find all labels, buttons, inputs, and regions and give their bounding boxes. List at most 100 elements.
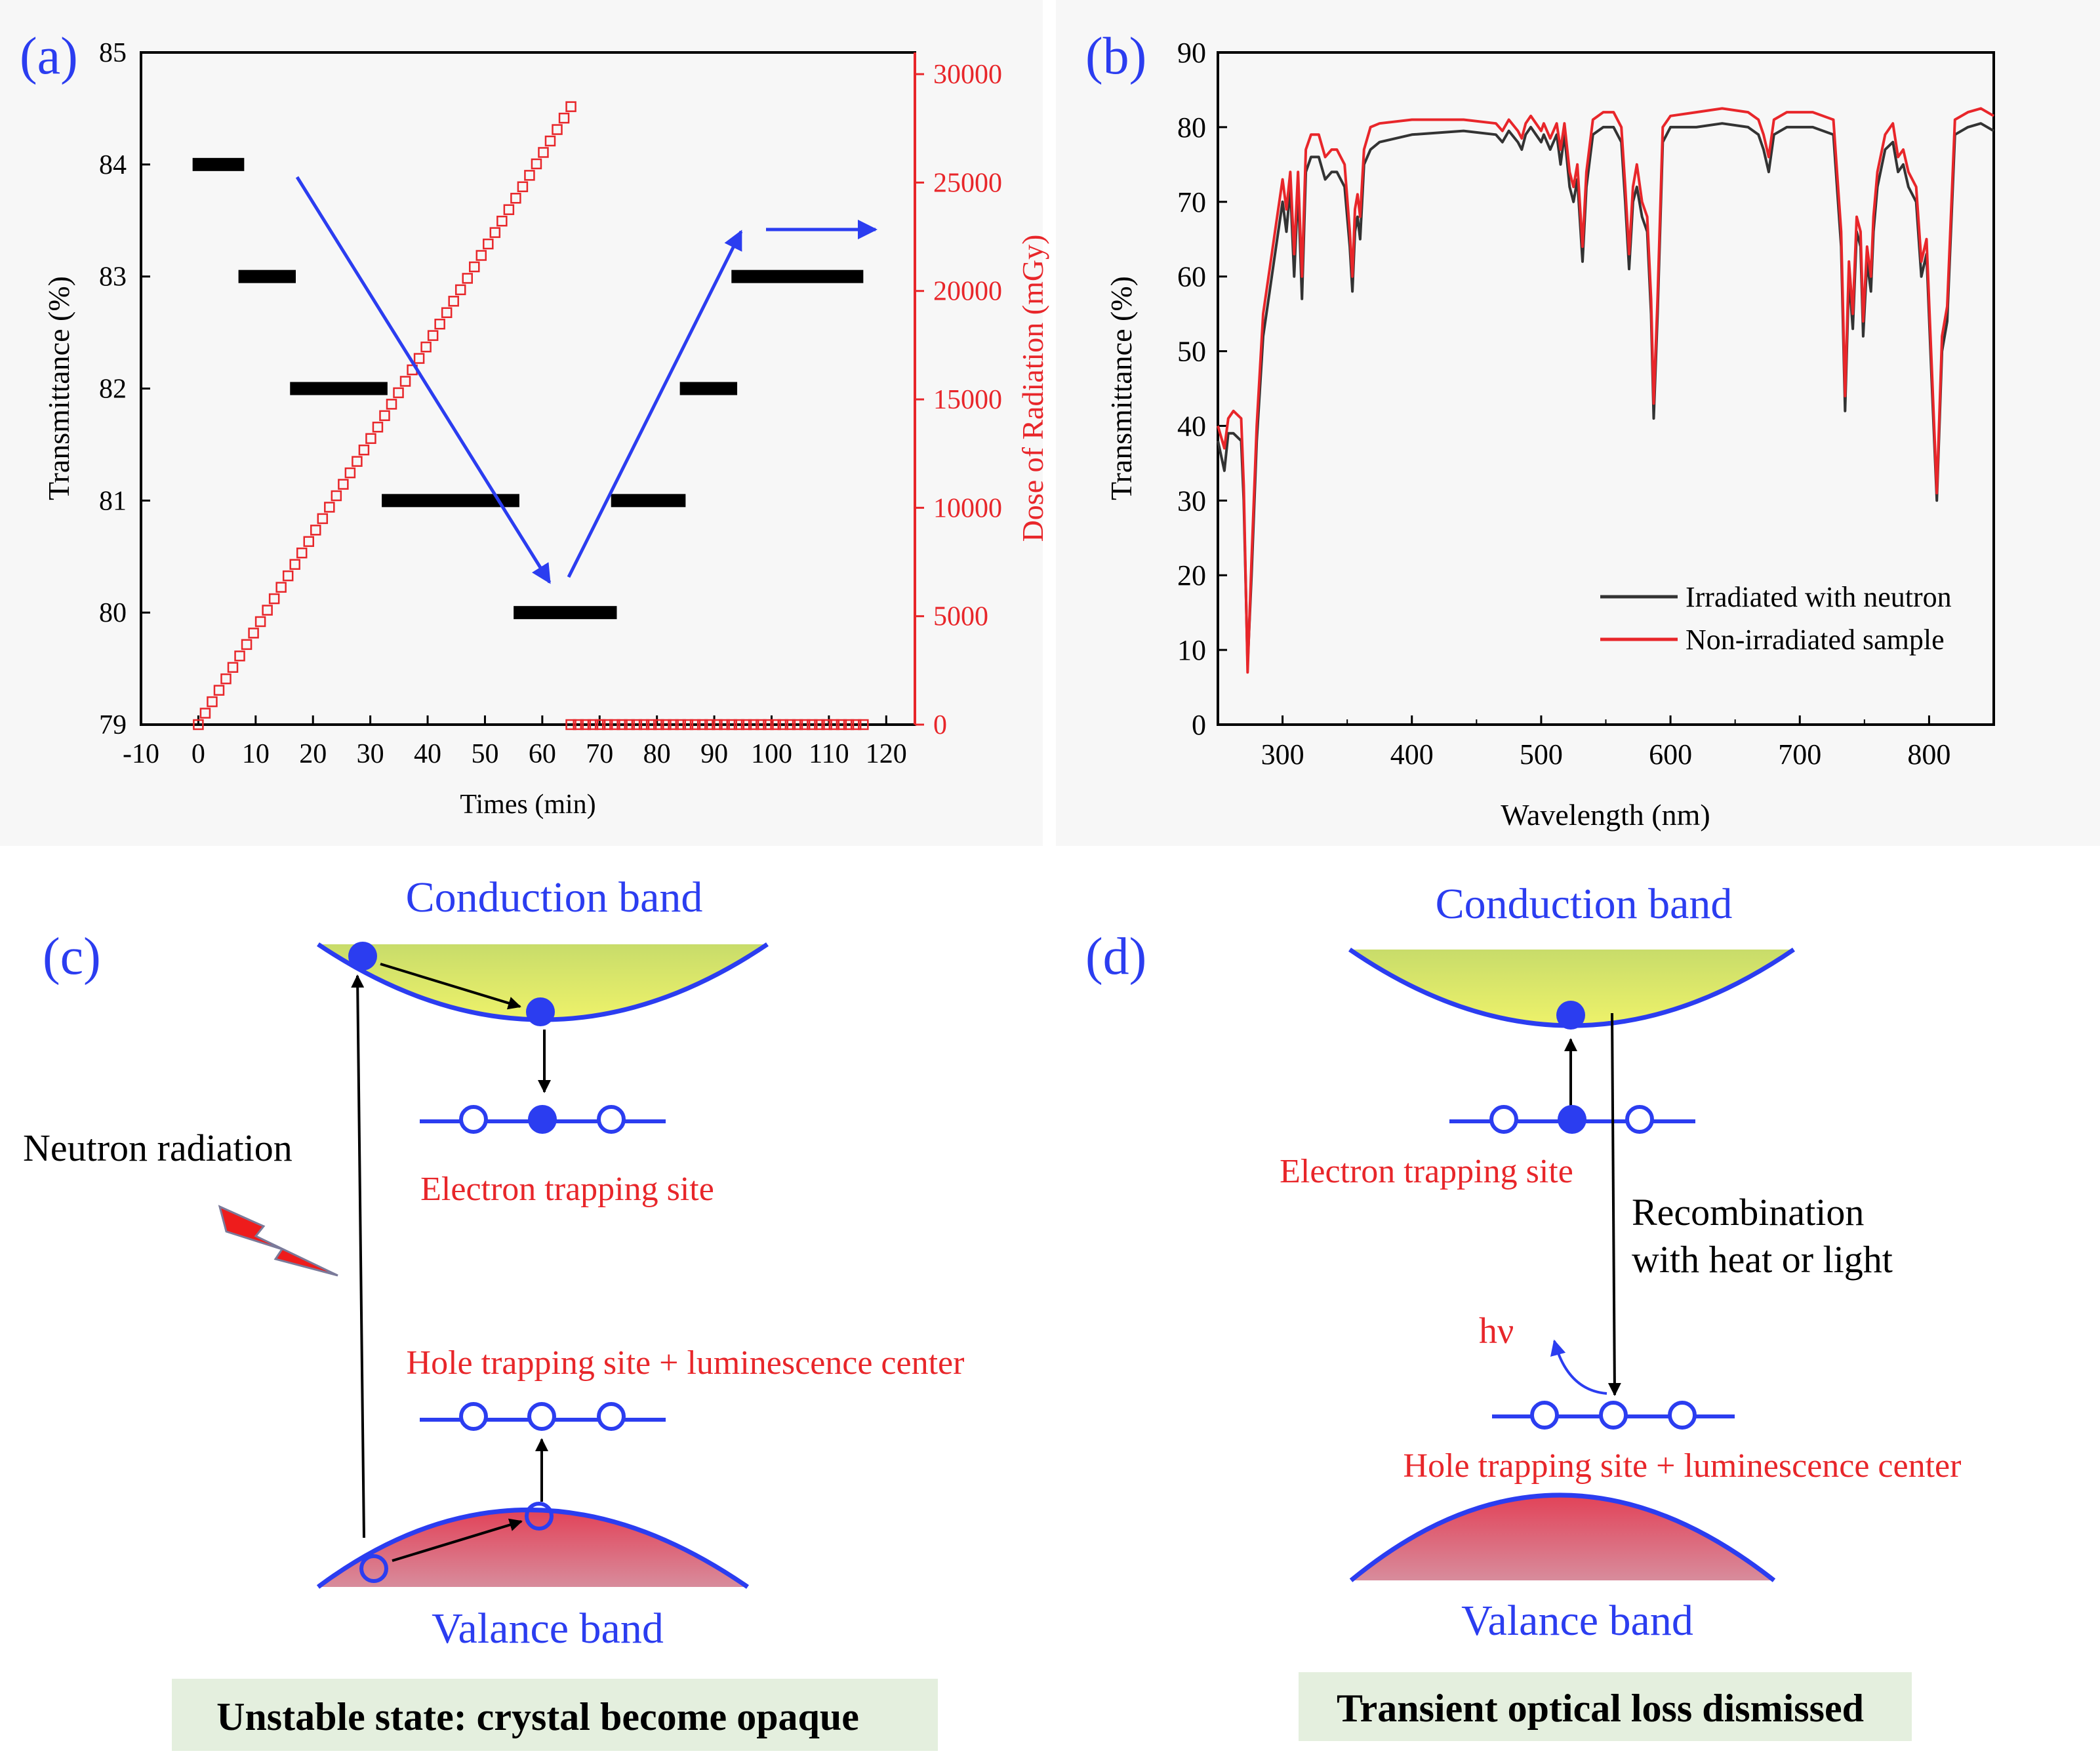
panel-a-y-tick-label: 84	[99, 150, 127, 180]
dose-point	[668, 719, 679, 731]
dose-point	[469, 261, 480, 273]
dose-point	[331, 490, 342, 502]
panel-a-y-tick-label: 82	[99, 374, 127, 405]
c-conduction-band-label: Conduction band	[406, 873, 703, 921]
dose-point	[653, 719, 664, 731]
d-hole-trap-2	[1599, 1401, 1628, 1430]
dose-point	[799, 719, 811, 731]
dose-point	[483, 238, 494, 250]
dose-point	[254, 616, 266, 628]
panel-a-x-tick-label: 0	[192, 739, 205, 769]
dose-point	[631, 719, 643, 731]
d-hole-trapping-label: Hole trapping site + luminescence center	[1403, 1447, 1962, 1485]
panel-b-y-tick-label: 70	[1177, 186, 1206, 218]
panel-a-label: (a)	[20, 28, 78, 85]
dose-point	[689, 719, 701, 731]
d-empty-trap-2	[1625, 1105, 1654, 1134]
dose-point	[303, 536, 314, 548]
dose-point	[792, 719, 803, 731]
d-photon-emission-arrow	[1550, 1339, 1607, 1395]
dose-point	[434, 318, 445, 330]
d-filled-trap	[1558, 1105, 1586, 1134]
dose-point	[324, 502, 335, 513]
dose-point	[213, 685, 225, 696]
dose-point	[462, 273, 473, 284]
dose-point	[858, 719, 869, 731]
dose-point	[193, 719, 204, 731]
dose-point	[503, 204, 515, 215]
dose-point	[510, 193, 521, 204]
c-caption: Unstable state: crystal become opaque	[216, 1695, 859, 1738]
dose-point	[544, 135, 556, 147]
panel-a-x-tick-label: 120	[866, 739, 907, 769]
panel-b-x-tick-label: 300	[1261, 738, 1304, 771]
dose-point	[740, 719, 752, 731]
lightning-icon	[218, 1205, 338, 1277]
panel-a-transmittance-segments	[192, 157, 864, 620]
panel-b-y-tick-label: 60	[1177, 261, 1206, 293]
panel-b-y-tick-label: 80	[1177, 111, 1206, 144]
dose-point	[719, 719, 730, 731]
dose-point	[704, 719, 716, 731]
dose-point	[475, 250, 487, 261]
panel-c-label: (c)	[43, 928, 101, 986]
d-valance-band-label: Valance band	[1461, 1597, 1693, 1645]
dose-point	[420, 341, 432, 353]
panel-a-x-axis-label: Times (min)	[460, 790, 596, 820]
dose-point	[372, 422, 384, 433]
dose-point	[220, 673, 232, 685]
dose-point	[268, 593, 280, 605]
c-relaxed-electron	[526, 997, 555, 1026]
dose-point	[531, 158, 542, 170]
panel-a-x-tick-label: 110	[809, 739, 849, 769]
dose-point	[317, 513, 329, 525]
dose-point	[517, 181, 529, 193]
c-hole-trap-2	[527, 1402, 556, 1431]
d-caption-box	[1299, 1672, 1912, 1741]
dose-point	[828, 719, 840, 731]
panel-b-series-lines	[1217, 107, 1995, 674]
panel-a-y-axis-label: Transmittance (%)	[42, 276, 75, 500]
dose-point	[524, 170, 535, 181]
panel-a-dose-series	[193, 101, 869, 731]
dose-point	[496, 215, 508, 227]
dose-point	[645, 719, 657, 731]
panel-b-legend: Irradiated with neutron Non-irradiated s…	[1600, 581, 1952, 656]
c-filled-trap	[528, 1105, 557, 1134]
panel-a-x-tick-label: 50	[471, 739, 498, 769]
panel-b-x-tick-label: 500	[1520, 738, 1563, 771]
dose-point	[602, 719, 613, 731]
dose-point	[352, 456, 363, 467]
dose-point	[552, 124, 563, 135]
dose-point	[836, 719, 847, 731]
dose-point	[770, 719, 781, 731]
d-conduction-band-label: Conduction band	[1436, 880, 1733, 928]
d-recombination-line2: with heat or light	[1632, 1238, 1893, 1281]
d-hole-trap-3	[1668, 1401, 1697, 1430]
d-recombination-line1: Recombination	[1632, 1191, 1864, 1233]
dose-point	[489, 227, 501, 238]
c-hole-lower	[359, 1554, 388, 1583]
panel-b-y-tick-label: 0	[1192, 709, 1206, 741]
panel-a-y2-tick-label: 0	[933, 710, 947, 740]
dose-point	[594, 719, 606, 731]
panel-a-x-tick-label: 30	[357, 739, 384, 769]
dose-point	[573, 719, 584, 731]
dose-point	[282, 570, 294, 582]
transmittance-bar	[611, 494, 686, 508]
dose-point	[843, 719, 855, 731]
dose-point	[675, 719, 686, 731]
dose-point	[296, 547, 308, 559]
dose-point	[821, 719, 832, 731]
transmittance-bar	[382, 494, 519, 508]
panel-d-diagram: (d) Conduction band Electron trapping si…	[1085, 880, 1961, 1741]
panel-b-x-tick-label: 600	[1649, 738, 1692, 771]
panel-a-x-tick-label: 10	[242, 739, 270, 769]
dose-point	[310, 525, 321, 536]
dose-point	[365, 433, 376, 444]
dose-point	[234, 651, 245, 662]
panel-a-y2-tick-label: 30000	[933, 60, 1002, 90]
panel-a-y2-tick-label: 20000	[933, 277, 1002, 307]
dose-point	[733, 719, 745, 731]
